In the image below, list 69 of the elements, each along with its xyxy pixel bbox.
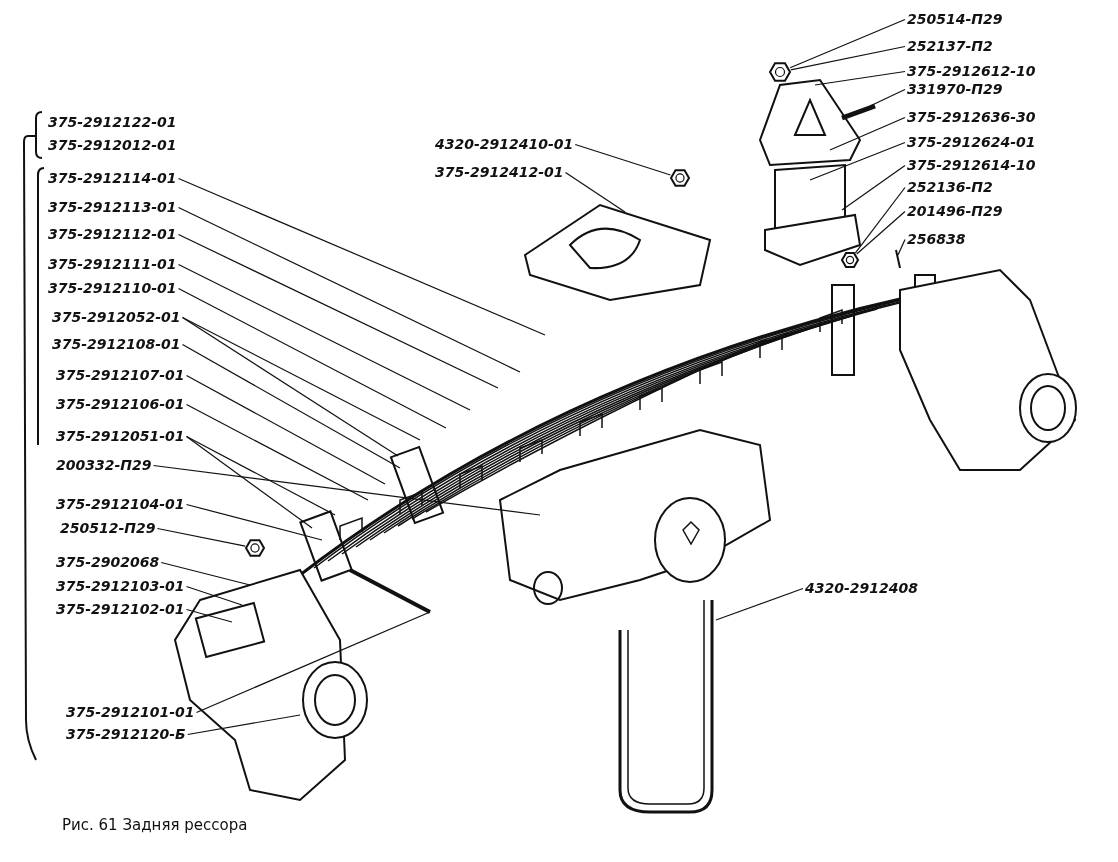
part-number: 375-2912101-01 <box>66 704 195 721</box>
leader-line <box>715 587 804 621</box>
leader-line <box>177 233 499 389</box>
hex-nut <box>244 539 266 557</box>
leader-line <box>177 263 471 411</box>
leader-line <box>185 403 369 501</box>
leader-line <box>789 18 906 69</box>
figure-caption: Рис. 61 Задняя рессора <box>62 816 248 834</box>
part-number: 375-2912624-01 <box>907 134 1036 151</box>
part-number: 201496-П29 <box>907 203 1003 220</box>
part-number: 375-2912111-01 <box>48 256 177 273</box>
leader-line <box>177 177 546 336</box>
leader-line <box>160 561 251 586</box>
part-number: 250514-П29 <box>907 11 1003 28</box>
part-number: 375-2912108-01 <box>52 336 181 353</box>
part-number: 375-2912051-01 <box>56 428 185 445</box>
part-number: 375-2912612-10 <box>907 63 1036 80</box>
leader-line <box>181 316 399 457</box>
part-number: 375-2912113-01 <box>48 199 177 216</box>
part-number: 375-2912120-Б <box>66 726 186 743</box>
part-number: 331970-П29 <box>907 81 1003 98</box>
part-number: 375-2912122-01 <box>48 114 177 131</box>
leader-line <box>181 343 401 469</box>
leader-line <box>897 238 906 256</box>
part-number: 375-2912112-01 <box>48 226 177 243</box>
leader-line <box>564 171 626 213</box>
leader-line <box>790 45 906 71</box>
part-number: 250512-П29 <box>60 520 156 537</box>
leader-line <box>185 585 243 606</box>
part-number: 375-2912052-01 <box>52 309 181 326</box>
part-number: 375-2902068 <box>56 554 160 571</box>
leader-line <box>574 143 672 176</box>
hex-nut <box>669 169 691 187</box>
part-number: 252136-П2 <box>907 179 993 196</box>
leader-line <box>185 608 233 623</box>
part-number: 375-2912412-01 <box>435 164 564 181</box>
part-number: 375-2912114-01 <box>48 170 177 187</box>
hex-nut <box>768 62 792 82</box>
leader-line <box>185 374 386 485</box>
leader-line <box>854 186 906 254</box>
leader-line <box>156 527 246 547</box>
part-number: 200332-П29 <box>56 457 152 474</box>
leader-line <box>195 611 431 714</box>
leader-line <box>829 116 906 151</box>
part-number: 375-2912107-01 <box>56 367 185 384</box>
part-number: 375-2912102-01 <box>56 601 185 618</box>
part-number: 375-2912110-01 <box>48 280 177 297</box>
part-number: 375-2912106-01 <box>56 396 185 413</box>
part-number: 375-2912614-10 <box>907 157 1036 174</box>
part-number: 4320-2912408 <box>805 580 918 597</box>
part-number: 375-2912103-01 <box>56 578 185 595</box>
part-number: 4320-2912410-01 <box>435 136 574 153</box>
part-number: 375-2912104-01 <box>56 496 185 513</box>
part-number: 375-2912636-30 <box>907 109 1036 126</box>
leader-line <box>152 464 541 516</box>
leader-line <box>814 70 906 86</box>
leader-line <box>809 141 906 181</box>
part-number: 252137-П2 <box>907 38 993 55</box>
part-number: 375-2912012-01 <box>48 137 177 154</box>
leader-line <box>177 206 521 373</box>
leader-line <box>177 287 447 429</box>
part-number: 256838 <box>907 231 966 248</box>
leader-line <box>869 88 906 107</box>
leader-line <box>185 435 313 529</box>
leader-line <box>187 714 301 736</box>
leader-line <box>841 164 906 211</box>
leader-line <box>856 210 906 255</box>
hex-nut <box>840 252 860 268</box>
leader-line <box>185 503 323 541</box>
